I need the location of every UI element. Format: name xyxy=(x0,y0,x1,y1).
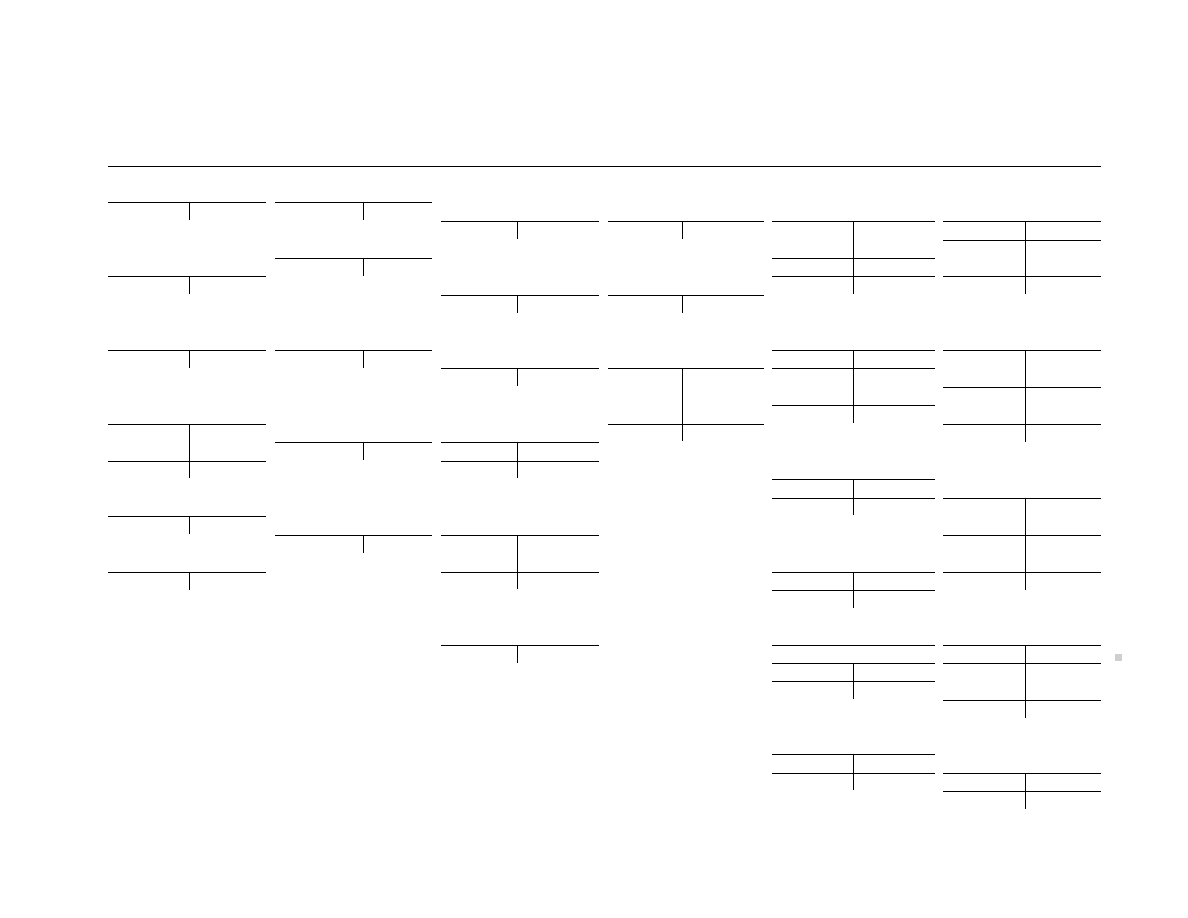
ledger-rule xyxy=(108,202,266,203)
ledger-rule xyxy=(772,645,935,646)
ledger-divider xyxy=(363,350,364,368)
ledger-rule xyxy=(608,221,764,222)
ledger-divider xyxy=(189,202,190,220)
ledger-rule xyxy=(108,424,266,425)
ledger-rule xyxy=(772,368,935,369)
ledger-divider xyxy=(517,368,518,386)
ledger-divider xyxy=(853,221,854,294)
page-marker xyxy=(1115,654,1122,661)
ledger-column-2 xyxy=(275,0,432,918)
ledger-column-4 xyxy=(608,0,764,918)
ledger-rule xyxy=(772,773,935,774)
ledger-rule xyxy=(943,700,1101,701)
ledger-rule xyxy=(772,258,935,259)
ledger-rule xyxy=(943,424,1101,425)
ledger-rule xyxy=(108,572,266,573)
ledger-rule xyxy=(943,350,1101,351)
ledger-rule xyxy=(943,276,1101,277)
ledger-rule xyxy=(943,535,1101,536)
ledger-rule xyxy=(943,663,1101,664)
ledger-divider xyxy=(189,424,190,478)
ledger-rule xyxy=(943,240,1101,241)
ledger-rule xyxy=(943,645,1101,646)
ledger-divider xyxy=(1025,350,1026,442)
ledger-divider xyxy=(189,572,190,590)
ledger-rule xyxy=(108,276,266,277)
ledger-divider xyxy=(1025,645,1026,718)
ledger-divider xyxy=(1025,221,1026,294)
ledger-divider xyxy=(363,535,364,553)
ledger-divider xyxy=(517,295,518,313)
ledger-divider xyxy=(853,754,854,790)
ledger-divider xyxy=(517,221,518,239)
ledger-rule xyxy=(943,387,1101,388)
ledger-rule xyxy=(441,535,599,536)
ledger-rule xyxy=(943,791,1101,792)
top-rule xyxy=(108,166,1101,167)
ledger-rule xyxy=(772,681,935,682)
ledger-column-5 xyxy=(772,0,935,918)
ledger-divider xyxy=(853,479,854,515)
ledger-rule xyxy=(441,368,599,369)
ledger-rule xyxy=(108,461,266,462)
ledger-rule xyxy=(275,202,432,203)
ledger-rule xyxy=(943,773,1101,774)
ledger-rule xyxy=(608,424,764,425)
ledger-divider xyxy=(682,295,683,313)
ledger-rule xyxy=(441,442,599,443)
ledger-column-1 xyxy=(108,0,266,918)
ledger-rule xyxy=(441,572,599,573)
ledger-rule xyxy=(108,516,266,517)
ledger-divider xyxy=(1025,498,1026,590)
ledger-rule xyxy=(108,350,266,351)
ledger-divider xyxy=(517,535,518,589)
ledger-rule xyxy=(275,535,432,536)
ledger-rule xyxy=(772,590,935,591)
ledger-rule xyxy=(772,276,935,277)
ledger-rule xyxy=(275,442,432,443)
ledger-divider xyxy=(189,276,190,294)
ledger-rule xyxy=(275,350,432,351)
ledger-divider xyxy=(189,516,190,534)
ledger-rule xyxy=(772,405,935,406)
ledger-divider xyxy=(682,368,683,441)
ledger-rule xyxy=(943,572,1101,573)
ledger-divider xyxy=(363,258,364,276)
ledger-rule xyxy=(608,295,764,296)
ledger-rule xyxy=(441,461,599,462)
ledger-rule xyxy=(943,221,1101,222)
ledger-rule xyxy=(772,498,935,499)
ledger-rule xyxy=(608,368,764,369)
ledger-rule xyxy=(441,221,599,222)
ledger-divider xyxy=(517,442,518,478)
ledger-rule xyxy=(441,295,599,296)
ledger-divider xyxy=(682,221,683,239)
ledger-divider xyxy=(853,350,854,423)
ledger-divider xyxy=(363,442,364,460)
ledger-divider xyxy=(189,350,190,368)
ledger-rule xyxy=(943,498,1101,499)
ledger-divider xyxy=(363,202,364,220)
ledger-rule xyxy=(275,258,432,259)
ledger-column-3 xyxy=(441,0,599,918)
ledger-column-6 xyxy=(943,0,1101,918)
ledger-divider xyxy=(517,645,518,663)
ledger-rule xyxy=(441,645,599,646)
